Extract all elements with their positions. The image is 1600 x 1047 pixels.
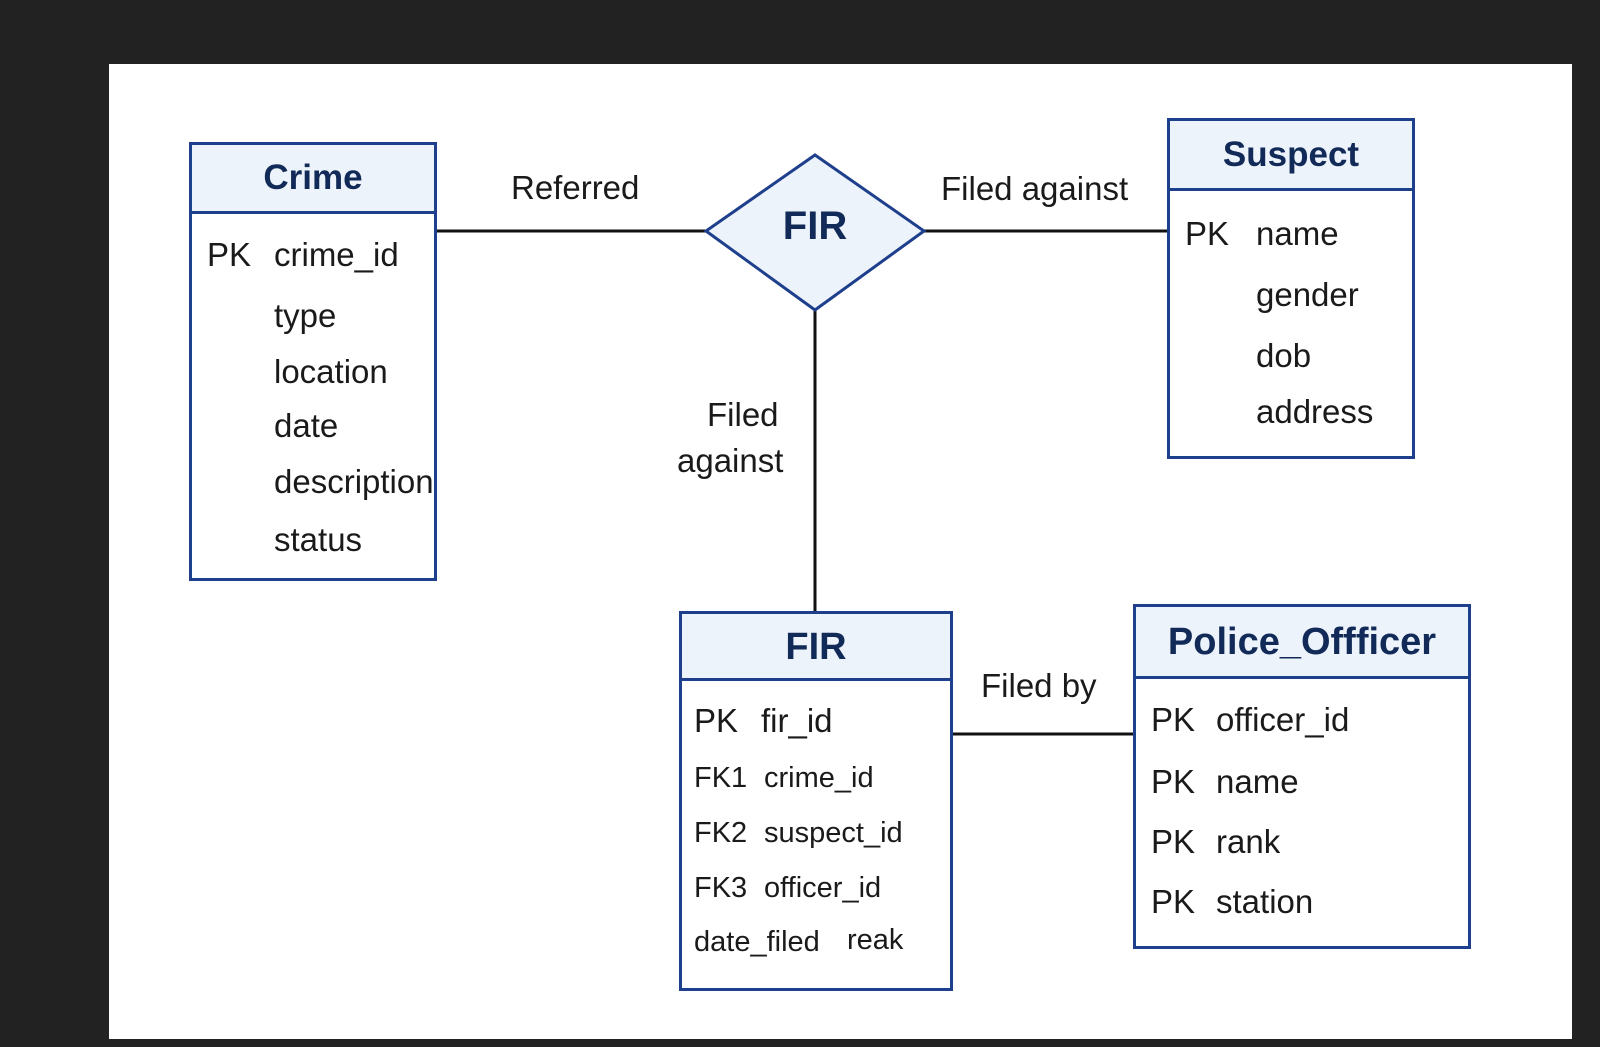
attribute-name: suspect_id bbox=[764, 817, 903, 849]
attribute-name: station bbox=[1216, 883, 1314, 920]
relationship-name: FIR bbox=[782, 204, 848, 248]
attribute-name: description bbox=[274, 463, 434, 500]
key-label: PK bbox=[1185, 215, 1230, 252]
key-label: date_filed bbox=[694, 926, 820, 958]
entity-title: Crime bbox=[192, 145, 434, 214]
key-label: PK bbox=[694, 702, 739, 739]
key-label: PK bbox=[1151, 823, 1196, 860]
attribute-name: gender bbox=[1256, 276, 1359, 313]
attribute-name: dob bbox=[1256, 337, 1312, 374]
attribute-name: rank bbox=[1216, 823, 1281, 860]
key-label: PK bbox=[1151, 763, 1196, 800]
attribute-name: officer_id bbox=[1216, 701, 1350, 738]
entity-suspect: Suspect PK name gender dob address bbox=[1167, 118, 1415, 459]
attribute-name: address bbox=[1256, 393, 1374, 430]
attribute-name: status bbox=[274, 521, 363, 558]
key-label: FK1 bbox=[694, 762, 748, 794]
label-referred: Referred bbox=[511, 169, 640, 206]
attribute-name: crime_id bbox=[274, 236, 399, 273]
key-label: FK3 bbox=[694, 872, 748, 904]
connector-lines bbox=[436, 153, 1168, 736]
label-filed-against-line1: Filed bbox=[707, 396, 779, 433]
attribute-name: name bbox=[1256, 215, 1339, 252]
attribute-name: reak bbox=[847, 924, 904, 956]
entity-title: FIR bbox=[682, 614, 950, 681]
label-filed-by: Filed by bbox=[981, 667, 1097, 704]
key-label: PK bbox=[1151, 701, 1196, 738]
label-filed-against-line2: against bbox=[677, 442, 784, 479]
entity-police-officer: Police_Offficer PK officer_id PK name PK… bbox=[1133, 604, 1471, 949]
key-label: PK bbox=[1151, 883, 1196, 920]
relationship-diamond bbox=[703, 153, 927, 312]
attribute-name: location bbox=[274, 353, 388, 390]
entity-title: Police_Offficer bbox=[1136, 607, 1468, 679]
attribute-name: crime_id bbox=[764, 762, 874, 794]
attribute-name: name bbox=[1216, 763, 1299, 800]
attribute-name: date bbox=[274, 407, 339, 444]
key-label: FK2 bbox=[694, 817, 748, 849]
attribute-name: type bbox=[274, 297, 337, 334]
attribute-name: officer_id bbox=[764, 872, 882, 904]
diagram-canvas: FIR Referred Filed against Filed against… bbox=[109, 64, 1572, 1039]
attribute-name: fir_id bbox=[761, 702, 833, 739]
entity-crime: Crime PK crime_id type location date des… bbox=[189, 142, 437, 581]
key-label: PK bbox=[207, 236, 252, 273]
label-filed-against-suspect: Filed against bbox=[941, 170, 1129, 207]
entity-title: Suspect bbox=[1170, 121, 1412, 191]
entity-fir: FIR PK fir_id FK1 crime_id FK2 suspect_i… bbox=[679, 611, 953, 991]
